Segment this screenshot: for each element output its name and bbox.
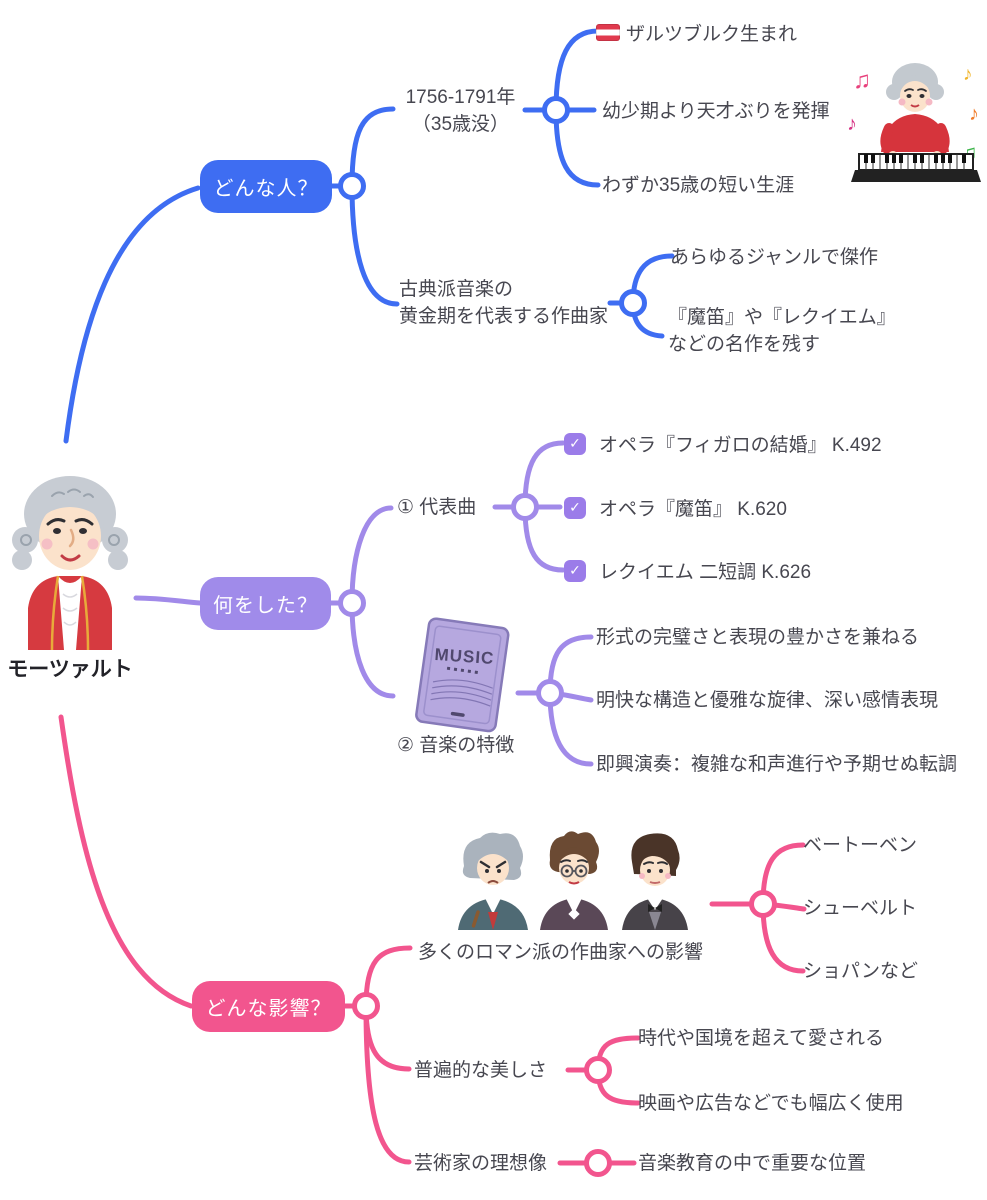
work-item-row[interactable]: ✓ オペラ『フィガロの結婚』 K.492 [564, 430, 882, 457]
svg-text:♪: ♪ [847, 113, 857, 135]
leaf-romantic-influence[interactable]: 多くのロマン派の作曲家への影響 [418, 942, 704, 963]
mozart-portrait-illustration[interactable] [12, 468, 128, 650]
leaf-masterpieces[interactable]: 『魔笛』や『レクイエム』 などの名作を残す [668, 307, 896, 355]
svg-text:♪: ♪ [963, 64, 973, 85]
leaf-improvisation[interactable]: 即興演奏：複雑な和声進行や予期せぬ転調 [596, 754, 958, 775]
leaf-salzburg: ザルツブルク生まれ [626, 23, 798, 45]
leaf-birth-years[interactable]: 1756-1791年 （35歳没） [405, 87, 516, 135]
mozart-keyboard-illustration[interactable]: ♫ ♪ ♪ ♪ ♪ ♫ [845, 48, 987, 186]
leaf-chopin[interactable]: ショパンなど [803, 961, 918, 982]
leaf-short-life[interactable]: わずか35歳の短い生涯 [602, 175, 795, 196]
leaf-child-genius[interactable]: 幼少期より天才ぶりを発揮 [602, 101, 830, 122]
leaf-requiem: レクイエム 二短調 K.626 [599, 562, 812, 583]
work-item-row[interactable]: ✓ レクイエム 二短調 K.626 [564, 557, 811, 584]
leaf-universal-beauty[interactable]: 普遍的な美しさ [414, 1060, 548, 1081]
leaf-all-genres[interactable]: あらゆるジャンルで傑作 [670, 247, 879, 268]
leaf-formal-perfection[interactable]: 形式の完璧さと表現の豊かさを兼ねる [596, 627, 920, 648]
romantic-composers-illustration[interactable] [452, 826, 696, 930]
leaf-music-features[interactable]: ② 音楽の特徴 [397, 735, 515, 756]
who-branch-connectors [63, 28, 675, 444]
node-who[interactable]: どんな人？ [200, 160, 332, 213]
leaf-classical-composer[interactable]: 古典派音楽の 黄金期を代表する作曲家 [399, 279, 609, 327]
node-influence[interactable]: どんな影響？ [192, 981, 345, 1032]
music-book-illustration[interactable]: MUSIC [409, 614, 518, 740]
checked-checkbox-icon[interactable]: ✓ [564, 432, 586, 455]
checked-checkbox-icon[interactable]: ✓ [564, 559, 586, 582]
leaf-clear-structure[interactable]: 明快な構造と優雅な旋律、深い感情表現 [596, 690, 939, 711]
junction-dots [338, 96, 777, 1177]
leaf-schubert[interactable]: シューベルト [803, 898, 918, 919]
schubert-figure [540, 831, 608, 930]
node-what[interactable]: 何をした？ [200, 577, 331, 630]
beethoven-figure [458, 832, 528, 930]
book-title-text: MUSIC [434, 645, 495, 668]
svg-text:♪: ♪ [969, 103, 979, 125]
svg-text:♫: ♫ [853, 67, 871, 94]
leaf-figaro: オペラ『フィガロの結婚』 K.492 [599, 435, 882, 456]
leaf-used-in-films[interactable]: 映画や広告などでも幅広く使用 [638, 1093, 904, 1114]
checked-checkbox-icon[interactable]: ✓ [564, 496, 586, 519]
leaf-salzburg-row[interactable]: ザルツブルク生まれ [596, 18, 797, 46]
leaf-representative-works[interactable]: ① 代表曲 [397, 497, 477, 518]
leaf-magic-flute: オペラ『魔笛』 K.620 [599, 499, 787, 520]
austria-flag-icon [596, 23, 620, 41]
chopin-figure [622, 833, 688, 930]
work-item-row[interactable]: ✓ オペラ『魔笛』 K.620 [564, 494, 787, 521]
leaf-artist-ideal[interactable]: 芸術家の理想像 [414, 1153, 548, 1174]
leaf-beethoven[interactable]: ベートーベン [803, 835, 918, 856]
root-node-label[interactable]: モーツァルト [7, 658, 133, 681]
leaf-loved-beyond-eras[interactable]: 時代や国境を超えて愛される [638, 1028, 885, 1049]
leaf-music-education[interactable]: 音楽教育の中で重要な位置 [638, 1153, 867, 1174]
